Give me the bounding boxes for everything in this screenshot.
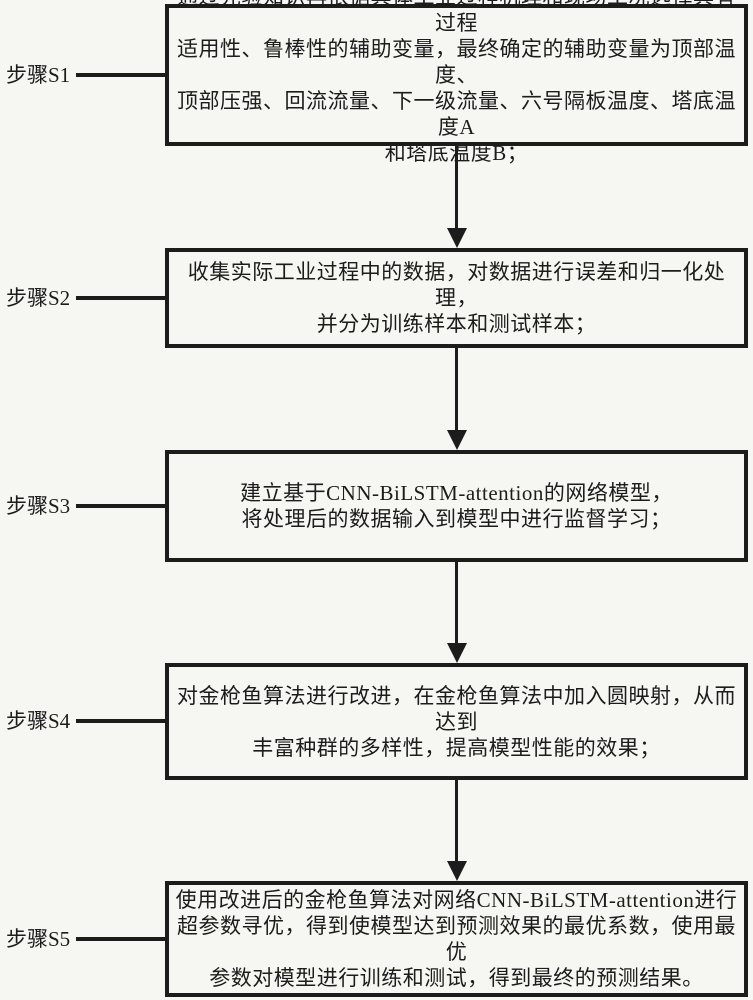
step-connector-s4 [76,719,165,723]
step-box-s2: 收集实际工业过程中的数据，对数据进行误差和归一化处理， 并分为训练样本和测试样本… [165,248,748,348]
step-connector-s2 [76,296,165,300]
step-s4-text-line: 丰富种群的多样性，提高模型性能的效果； [252,735,661,761]
step-connector-s1 [76,73,165,77]
arrow-head-s2-s3 [447,430,467,450]
step-s1-text-line: 适用性、鲁棒性的辅助变量，最终确定的辅助变量为顶部温度、 [175,36,738,88]
step-label-s1: 步骤S1 [6,64,72,86]
arrow-head-s4-s5 [447,861,467,881]
arrow-line-s3-s4 [455,562,458,645]
step-label-s2: 步骤S2 [6,287,72,309]
arrow-head-s1-s2 [447,228,467,248]
step-s3-text-line: 将处理后的数据输入到模型中进行监督学习； [242,506,672,532]
step-box-s3: 建立基于CNN-BiLSTM-attention的网络模型， 将处理后的数据输入… [165,450,748,562]
step-s4-text-line: 对金枪鱼算法进行改进，在金枪鱼算法中加入圆映射，从而达到 [175,683,738,735]
arrow-head-s3-s4 [447,643,467,663]
arrow-line-s1-s2 [455,146,458,230]
step-box-s4: 对金枪鱼算法进行改进，在金枪鱼算法中加入圆映射，从而达到 丰富种群的多样性，提高… [165,663,748,780]
step-s2-text-line: 收集实际工业过程中的数据，对数据进行误差和归一化处理， [175,259,738,311]
step-box-s1: 通过先验知识再依据具体工业过程机理和现场工况选择具有过程 适用性、鲁棒性的辅助变… [165,4,748,146]
step-s1-text-line: 通过先验知识再依据具体工业过程机理和现场工况选择具有过程 [175,0,738,36]
step-label-s4: 步骤S4 [6,710,72,732]
step-s1-text-line: 顶部压强、回流流量、下一级流量、六号隔板温度、塔底温度A [175,88,738,140]
step-connector-s3 [76,504,165,508]
step-s5-text-line: 超参数寻优，得到使模型达到预测效果的最优系数，使用最优 [175,913,738,965]
arrow-line-s2-s3 [455,348,458,432]
step-connector-s5 [76,937,165,941]
step-s3-text-line: 建立基于CNN-BiLSTM-attention的网络模型， [240,480,673,506]
step-s5-text-line: 参数对模型进行训练和测试，得到最终的预测结果。 [209,965,704,991]
arrow-line-s4-s5 [455,780,458,863]
step-s2-text-line: 并分为训练样本和测试样本； [317,311,597,337]
step-label-s5: 步骤S5 [6,928,72,950]
step-label-s3: 步骤S3 [6,495,72,517]
step-s5-text-line: 使用改进后的金枪鱼算法对网络CNN-BiLSTM-attention进行 [176,887,738,913]
step-box-s5: 使用改进后的金枪鱼算法对网络CNN-BiLSTM-attention进行 超参数… [165,881,748,997]
